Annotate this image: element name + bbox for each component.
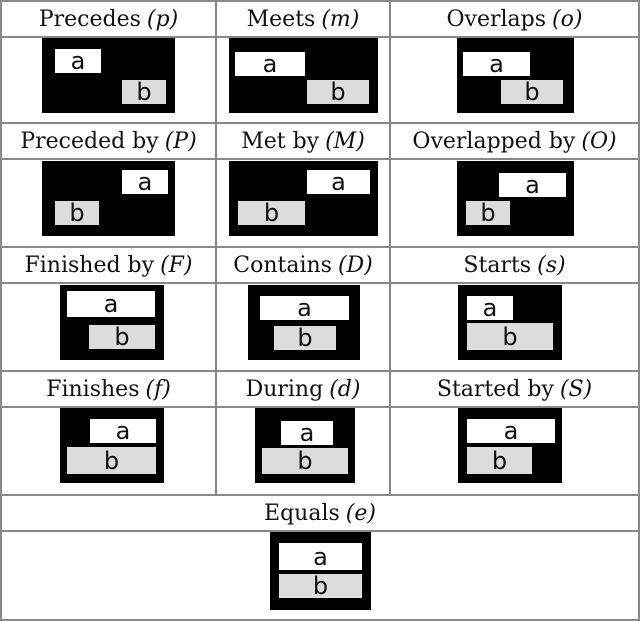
- header-started-by: Started by(S): [391, 372, 638, 406]
- relation-code: (d): [329, 376, 361, 402]
- grid-line: [0, 122, 640, 124]
- header-finished-by: Finished by(F): [2, 248, 215, 282]
- relation-code: (F): [160, 252, 193, 278]
- header-equals: Equals(e): [2, 496, 638, 530]
- interval-b: b: [53, 199, 101, 227]
- grid-line: [215, 0, 217, 496]
- grid-line: [0, 494, 640, 496]
- interval-b: b: [499, 78, 565, 106]
- interval-a: a: [465, 417, 557, 445]
- header-precedes: Precedes(p): [2, 2, 215, 36]
- grid-line: [0, 370, 640, 372]
- diagram-finished-by: a b: [60, 285, 164, 360]
- interval-b: b: [260, 446, 350, 476]
- interval-b: b: [277, 572, 364, 600]
- interval-a: a: [88, 417, 158, 445]
- interval-b: b: [87, 323, 157, 351]
- diagram-starts: a b: [458, 285, 562, 360]
- interval-b: b: [120, 78, 168, 106]
- grid-line: [0, 36, 640, 38]
- header-during: During(d): [217, 372, 389, 406]
- diagram-preceded-by: a b: [42, 161, 175, 236]
- relation-name: Starts: [463, 252, 532, 278]
- interval-a: a: [120, 168, 170, 196]
- relation-code: (o): [552, 6, 583, 32]
- relation-code: (s): [537, 252, 566, 278]
- interval-a: a: [258, 294, 351, 322]
- interval-a: a: [465, 294, 515, 322]
- relation-code: (p): [146, 6, 179, 32]
- relation-name: Meets: [246, 6, 316, 32]
- diagram-during: a b: [255, 408, 355, 483]
- diagram-finishes: a b: [60, 408, 164, 483]
- diagram-equals: a b: [270, 532, 371, 610]
- interval-b: b: [65, 445, 158, 476]
- relation-code: (m): [321, 6, 360, 32]
- relation-code: (S): [559, 376, 593, 402]
- relation-name: Started by: [436, 376, 554, 402]
- interval-a: a: [461, 50, 532, 78]
- interval-b: b: [272, 324, 338, 352]
- relation-code: (e): [345, 500, 376, 526]
- relation-name: Finished by: [24, 252, 155, 278]
- header-meets: Meets(m): [217, 2, 389, 36]
- relation-name: During: [245, 376, 324, 402]
- grid-line: [638, 0, 640, 621]
- header-overlapped-by: Overlapped by(O): [391, 124, 638, 158]
- grid-line: [0, 158, 640, 160]
- grid-line: [0, 0, 2, 621]
- relation-name: Overlapped by: [412, 128, 576, 154]
- interval-a: a: [233, 50, 307, 78]
- diagram-overlapped-by: b a: [457, 161, 574, 236]
- header-finishes: Finishes(f): [2, 372, 215, 406]
- grid-line: [0, 406, 640, 408]
- relation-name: Preceded by: [20, 128, 159, 154]
- interval-b: b: [236, 199, 307, 227]
- interval-b: b: [465, 321, 555, 352]
- header-starts: Starts(s): [391, 248, 638, 282]
- grid-line: [0, 0, 640, 2]
- header-preceded-by: Preceded by(P): [2, 124, 215, 158]
- diagram-met-by: a b: [229, 161, 378, 236]
- header-met-by: Met by(M): [217, 124, 389, 158]
- interval-b: b: [305, 78, 371, 106]
- header-contains: Contains(D): [217, 248, 389, 282]
- interval-a: a: [53, 47, 103, 75]
- interval-a: a: [65, 289, 157, 319]
- diagram-meets: a b: [229, 38, 378, 113]
- diagram-started-by: a b: [458, 408, 562, 483]
- relation-name: Finishes: [46, 376, 140, 402]
- relation-code: (f): [145, 376, 171, 402]
- diagram-contains: a b: [248, 285, 360, 360]
- relation-code: (P): [164, 128, 197, 154]
- interval-b: b: [465, 445, 534, 476]
- relation-code: (O): [581, 128, 617, 154]
- relation-name: Contains: [233, 252, 332, 278]
- diagram-overlaps: a b: [457, 38, 574, 113]
- relation-name: Met by: [241, 128, 320, 154]
- header-overlaps: Overlaps(o): [391, 2, 638, 36]
- grid-line: [389, 0, 391, 496]
- grid-line: [0, 619, 640, 621]
- interval-a: a: [279, 419, 335, 447]
- interval-b: b: [464, 199, 512, 227]
- diagram-precedes: a b: [42, 38, 175, 113]
- grid-line: [0, 282, 640, 284]
- grid-line: [0, 530, 640, 532]
- relation-code: (M): [325, 128, 365, 154]
- relation-name: Precedes: [38, 6, 141, 32]
- interval-a: a: [497, 171, 568, 199]
- grid-line: [0, 246, 640, 248]
- interval-a: a: [305, 168, 372, 196]
- relation-name: Overlaps: [446, 6, 547, 32]
- interval-a: a: [277, 541, 364, 572]
- relation-name: Equals: [264, 500, 340, 526]
- relation-code: (D): [337, 252, 373, 278]
